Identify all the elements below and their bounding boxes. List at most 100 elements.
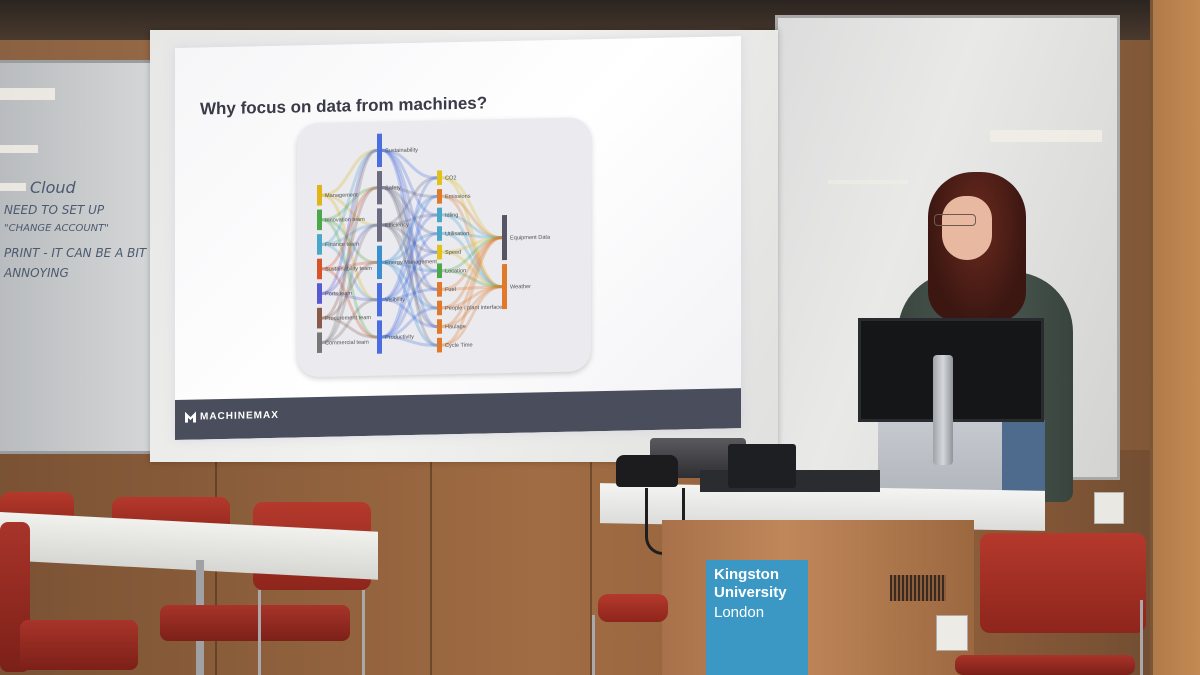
sankey-link [321, 242, 378, 302]
sankey-link [441, 194, 503, 240]
desk-phone [616, 455, 678, 487]
sankey-link [441, 285, 503, 310]
sankey-link [321, 218, 378, 339]
sankey-node [377, 245, 382, 280]
sankey-link [381, 213, 438, 302]
door [1150, 0, 1200, 675]
sankey-link [381, 148, 438, 254]
sankey-node-label: Haulage [445, 324, 466, 330]
sankey-node [437, 263, 442, 279]
wall-socket [1094, 492, 1124, 524]
sankey-node [377, 208, 382, 242]
sankey-link [321, 148, 378, 345]
sankey-link [381, 148, 438, 217]
sankey-node [502, 264, 507, 310]
sankey-link [381, 298, 438, 329]
sankey-link [381, 176, 438, 302]
sankey-link [441, 176, 503, 240]
sankey-node-label: Equipment Data [510, 235, 551, 242]
sankey-link [321, 298, 378, 345]
sankey-node-label: People / plant interface [445, 305, 502, 312]
sankey-node [437, 319, 442, 334]
sankey-node [317, 283, 322, 304]
sankey-link [441, 213, 503, 289]
sankey-link [441, 285, 503, 329]
sankey-node-label: Utilisation [445, 231, 469, 238]
light-reflection [0, 145, 38, 153]
sankey-link [441, 213, 503, 240]
sankey-link [321, 148, 378, 295]
sankey-link [321, 267, 378, 339]
panel-seam [590, 450, 592, 675]
sankey-link [441, 236, 503, 310]
sankey-node-label: Safety [385, 185, 401, 191]
sankey-link [441, 269, 503, 289]
sankey-link [381, 148, 438, 180]
sankey-link [441, 236, 503, 254]
sankey-link [381, 194, 438, 339]
chair-seat [160, 605, 350, 641]
sankey-link [321, 260, 378, 271]
sankey-node-label: Energy Management [385, 259, 437, 266]
sankey-link [321, 218, 378, 264]
whiteboard-note: ANNOYING [4, 266, 69, 280]
presenter-face [942, 196, 992, 260]
sankey-link [321, 291, 378, 302]
sign-line-3: London [714, 604, 765, 621]
sankey-link [441, 236, 503, 329]
sankey-node-label: Productivity [385, 334, 414, 341]
sankey-link [381, 148, 438, 291]
sankey-link [381, 335, 438, 347]
sankey-link [381, 260, 438, 347]
light-reflection [0, 183, 26, 191]
chair-leg [592, 615, 595, 675]
panel-seam [430, 450, 432, 675]
sankey-node-label: Sustainability [385, 148, 418, 155]
sankey-node [317, 184, 322, 206]
sankey-link [321, 193, 378, 227]
chair-leg [258, 590, 261, 675]
chair-leg [362, 590, 365, 675]
sankey-link [441, 285, 503, 291]
sankey-link [441, 236, 503, 273]
sankey-node-label: CO2 [445, 175, 457, 181]
sankey-link [441, 285, 503, 347]
sankey-node [437, 300, 442, 316]
sankey-link [321, 148, 378, 197]
sankey-node-label: Idling [445, 213, 458, 219]
sankey-node-label: Efficiency [385, 222, 409, 229]
sankey-node-label: Weather [510, 284, 531, 290]
slide-footer: MACHINEMAX [175, 388, 741, 440]
sankey-node [377, 282, 382, 317]
sankey-link [381, 186, 438, 273]
sankey-node [377, 320, 382, 354]
whiteboard-note: PRINT - IT CAN BE A BIT [4, 246, 147, 260]
chair-leg [1140, 600, 1143, 675]
sankey-link [381, 176, 438, 227]
sankey-node-label: Finance team [325, 242, 359, 249]
university-sign: Kingston University London [706, 560, 808, 675]
sankey-node [437, 337, 442, 353]
sankey-node-label: Sustainability team [325, 266, 372, 273]
sankey-node-label: Visibility [385, 297, 405, 303]
chair-back [980, 533, 1146, 633]
power-socket [936, 615, 968, 651]
sankey-link [381, 186, 438, 347]
sankey-node [437, 226, 442, 241]
sankey-node-label: Procurement team [325, 315, 371, 322]
whiteboard-note: NEED TO SET UP [4, 203, 105, 217]
sankey-link [321, 223, 378, 295]
sankey-node [502, 215, 507, 261]
sankey-link [321, 148, 378, 246]
sankey-link [441, 194, 503, 289]
vent-grille [890, 575, 946, 601]
presenter-jeans [995, 420, 1045, 495]
sankey-node-label: Management [325, 192, 358, 199]
machinemax-logo-icon [185, 411, 196, 423]
sankey-link [381, 306, 438, 339]
sankey-node [437, 207, 442, 223]
sankey-node-label: Innovation team [325, 217, 365, 224]
sankey-node [317, 307, 322, 329]
sankey-node-label: Location [445, 268, 466, 274]
